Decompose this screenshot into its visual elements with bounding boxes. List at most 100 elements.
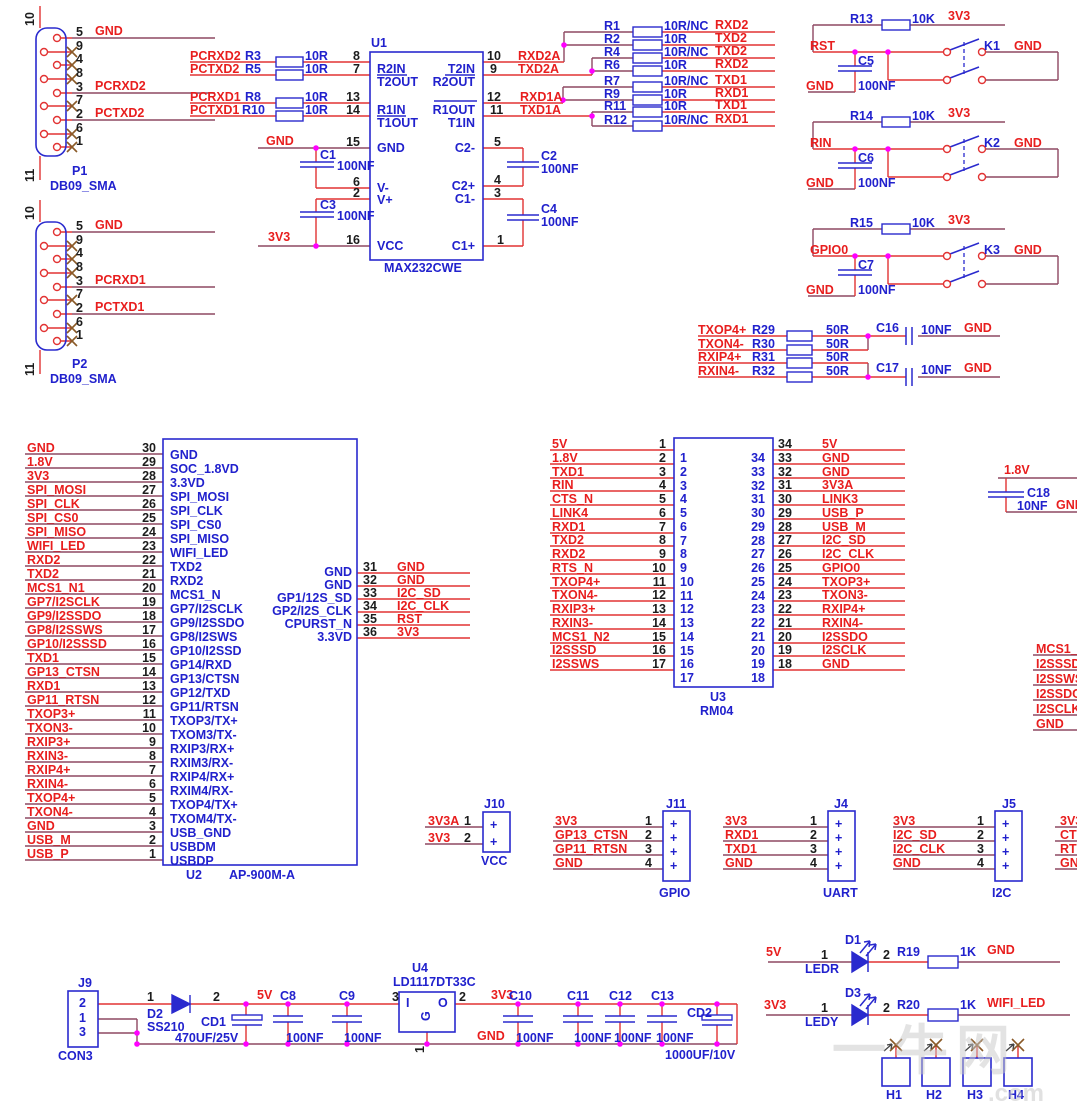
c5-refdes: C5: [858, 54, 874, 68]
net-rxin4m: RXIN4-: [698, 364, 739, 378]
p1-ref-top: 10: [23, 12, 37, 26]
c18-value: 10NF: [1017, 499, 1048, 513]
c7-refdes: C7: [858, 258, 874, 272]
junction-dots: [134, 42, 891, 1047]
u3-net-15: MCS1_N2: [552, 630, 610, 644]
u3-rnum-30: 30: [778, 492, 792, 506]
r9-net: RXD1: [715, 86, 749, 100]
net-pcrxd2: PCRXD2: [190, 49, 241, 63]
c8-value: 100NF: [286, 1031, 324, 1045]
u3-rnet-20: I2SSDO: [822, 630, 868, 644]
u2-net-35: RST: [397, 612, 422, 626]
u3-rnet-25: GPIO0: [822, 561, 861, 575]
j4-num-2: 2: [810, 828, 817, 842]
cd1-plate: [231, 1014, 263, 1021]
u2-num-25: 25: [142, 511, 156, 525]
j4-plus-1: +: [835, 817, 843, 831]
u3-inum-12: 12: [680, 602, 694, 616]
c9-refdes: C9: [339, 989, 355, 1003]
u3-rnet-27: I2C_SD: [822, 533, 866, 547]
j9-pin-3: 3: [79, 1025, 86, 1039]
j9-box: [67, 990, 99, 1048]
p2-net-pcrxd1: PCRXD1: [95, 273, 146, 287]
net-gnd-pwr: GND: [477, 1029, 505, 1043]
u2-net-32: GND: [397, 573, 425, 587]
u3-lnum-9: 9: [659, 547, 666, 561]
d2-num-1: 1: [147, 990, 154, 1004]
net-gnd-c6: GND: [806, 176, 834, 190]
u2-net-24: SPI_MISO: [27, 525, 87, 539]
u3-lnum-8: 8: [659, 533, 666, 547]
d3-refdes: D3: [845, 986, 861, 1000]
edge-j-net-3: RTS: [1060, 842, 1077, 856]
net-wifi-led: WIFI_LED: [987, 996, 1046, 1010]
u2-pin-21: RXD2: [170, 574, 204, 588]
j5-box: [994, 810, 1023, 882]
u1-num-6: 6: [353, 175, 360, 189]
c3-value: 100NF: [337, 209, 375, 223]
net-gnd-k2: GND: [1014, 136, 1042, 150]
net-gnd-c1: GND: [266, 134, 294, 148]
j5-net-2: I2C_SD: [893, 828, 937, 842]
net-3v3-pwr: 3V3: [491, 988, 514, 1002]
u1-pin-r1out: R1OUT: [432, 103, 475, 117]
r12-refdes: R12: [604, 113, 627, 127]
u3-lnum-11: 11: [652, 575, 666, 589]
h2-pad: [921, 1057, 951, 1087]
u2-pin-27: SPI_MOSI: [170, 490, 230, 504]
u3-refdes: U3: [710, 690, 726, 704]
r11-net: TXD1: [715, 98, 747, 112]
u4-pin-g: G: [419, 1011, 433, 1021]
u2-num-32: 32: [363, 573, 377, 587]
j11-num-1: 1: [645, 814, 652, 828]
p2-part: DB09_SMA: [50, 372, 117, 386]
r20-refdes: R20: [897, 998, 920, 1012]
h3-pad: [962, 1057, 992, 1087]
u3-rnum-33: 33: [778, 451, 792, 465]
u3-inum-27: 27: [751, 547, 765, 561]
diode-symbols: [171, 950, 870, 1027]
u2-num-15: 15: [142, 651, 156, 665]
j5-net-3: I2C_CLK: [893, 842, 946, 856]
j5-plus-4: +: [1002, 859, 1010, 873]
u3-net-17: I2SSWS: [552, 657, 600, 671]
u3-inum-24: 24: [751, 589, 765, 603]
u3-inum-7: 7: [680, 534, 687, 548]
u3-net-8: TXD2: [552, 533, 584, 547]
net-5v-pwr: 5V: [257, 988, 273, 1002]
u4-part: LD1117DT33C: [393, 975, 476, 989]
u2-pin-15: GP14/RXD: [170, 658, 232, 672]
u2-pin-13: GP12/TXD: [170, 686, 231, 700]
c5-value: 100NF: [858, 79, 896, 93]
u2-num-6: 6: [149, 777, 156, 791]
net-gnd-c7: GND: [806, 283, 834, 297]
u2-num-8: 8: [149, 749, 156, 763]
p2-net-pctxd1: PCTXD1: [95, 300, 145, 314]
u3-inum-16: 16: [680, 657, 694, 671]
j11-net-2: GP13_CTSN: [555, 828, 628, 842]
net-rxd1a: RXD1A: [520, 90, 563, 104]
c13-refdes: C13: [651, 989, 674, 1003]
p2-pin7-num: 7: [76, 287, 83, 301]
r31-value: 50R: [826, 350, 849, 364]
u3-rnum-34: 34: [778, 437, 792, 451]
net-gnd-c16: GND: [964, 321, 992, 335]
u3-lnum-2: 2: [659, 451, 666, 465]
c17-value: 10NF: [921, 363, 952, 377]
u3-net-10: RTS_N: [552, 561, 593, 575]
u3-inum-21: 21: [751, 630, 765, 644]
u1-pin-vminus: V-: [377, 181, 389, 195]
edge-net-gnd: GND: [1036, 717, 1064, 731]
u2-num-33: 33: [363, 586, 377, 600]
u1-num-9: 9: [490, 62, 497, 76]
u2-net-21: TXD2: [27, 567, 59, 581]
u3-net-1: 5V: [552, 437, 568, 451]
net-rst: RST: [810, 39, 835, 53]
u1-pin-r1in: R1IN: [377, 103, 406, 117]
j5-plus-3: +: [1002, 845, 1010, 859]
u1-num-11: 11: [490, 103, 504, 117]
u2-net-26: SPI_CLK: [27, 497, 80, 511]
u3-inum-34: 34: [751, 451, 765, 465]
u2-pin-30: GND: [170, 448, 198, 462]
net-3v3-k1: 3V3: [948, 9, 971, 23]
